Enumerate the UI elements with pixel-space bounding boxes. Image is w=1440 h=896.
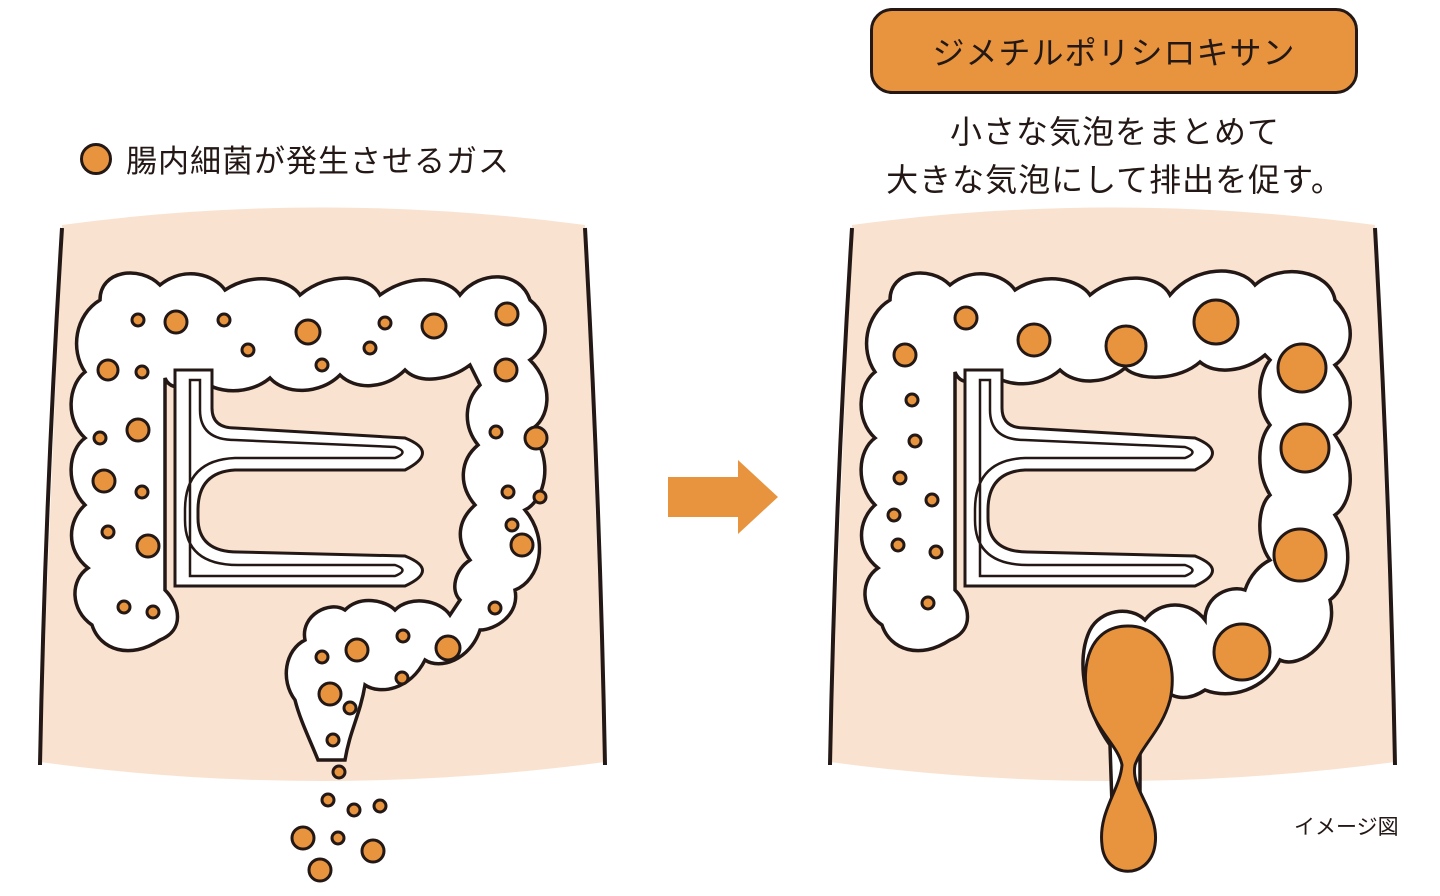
small-gas-bubble (360, 838, 386, 864)
left-gas-bubbles (91, 301, 549, 883)
small-gas-bubble (420, 312, 448, 340)
merged-gas-bubble (1016, 322, 1052, 358)
small-gas-bubble (240, 342, 256, 358)
merged-gas-bubble (1276, 342, 1328, 394)
small-gas-bubble (523, 425, 549, 451)
legend-gas-dot (80, 142, 112, 175)
small-gas-bubble (96, 358, 120, 382)
left-large-intestine (69, 271, 549, 762)
small-gas-bubble (145, 604, 161, 620)
merged-gas-bubble (928, 544, 944, 560)
merged-gas-bubble (1104, 324, 1148, 368)
small-gas-bubble (317, 681, 343, 707)
merged-gas-bubble (924, 492, 940, 508)
right-title-box: ジメチルポリシロキサン (870, 8, 1358, 94)
legend: 腸内細菌が発生させるガス (80, 136, 510, 181)
merged-gas-bubble (892, 342, 918, 368)
right-gas-bubbles (886, 298, 1331, 682)
small-gas-bubble (116, 599, 132, 615)
small-gas-bubble (362, 340, 378, 356)
legend-label: 腸内細菌が発生させるガス (126, 144, 510, 180)
small-gas-bubble (135, 533, 161, 559)
merged-gas-bubble (1212, 622, 1272, 682)
small-gas-bubble (91, 468, 117, 494)
right-panel (828, 207, 1397, 873)
small-gas-bubble (134, 484, 150, 500)
small-gas-bubble (493, 357, 519, 383)
right-expelled-bubble (1083, 624, 1174, 873)
right-title: ジメチルポリシロキサン (932, 34, 1296, 72)
merged-gas-bubble (904, 392, 920, 408)
left-panel (38, 207, 607, 883)
right-body-outline-right (1373, 227, 1397, 766)
small-gas-bubble (330, 830, 346, 846)
merged-gas-bubble (953, 305, 979, 331)
small-gas-bubble (216, 312, 232, 328)
small-gas-bubble (290, 825, 316, 851)
small-gas-bubble (532, 489, 548, 505)
merged-gas-bubble (886, 507, 902, 523)
merged-gas-bubble (907, 433, 923, 449)
small-gas-bubble (509, 532, 535, 558)
small-gas-bubble (125, 417, 151, 443)
merged-gas-bubble (1272, 527, 1328, 583)
left-small-intestine-inner (183, 378, 404, 578)
small-gas-bubble (325, 732, 341, 748)
small-gas-bubble (500, 484, 516, 500)
right-small-intestine-inner (973, 378, 1194, 578)
merged-gas-bubble (890, 537, 906, 553)
small-gas-bubble (377, 315, 393, 331)
right-description-line-1: 小さな気泡をまとめて (949, 113, 1280, 151)
small-gas-bubble (134, 364, 150, 380)
small-gas-bubble (395, 628, 411, 644)
small-gas-bubble (331, 764, 347, 780)
small-gas-bubble (100, 524, 116, 540)
small-gas-bubble (394, 670, 410, 686)
left-body-outline-left (38, 227, 64, 766)
small-gas-bubble (314, 649, 330, 665)
small-gas-bubble (163, 309, 189, 335)
merged-gas-bubble (920, 595, 936, 611)
left-body-outline-right (583, 227, 607, 766)
small-gas-bubble (494, 301, 520, 327)
small-gas-bubble (130, 312, 146, 328)
small-gas-bubble (504, 517, 520, 533)
merged-gas-bubble (892, 470, 908, 486)
transition-arrow (668, 460, 778, 534)
small-gas-bubble (487, 600, 503, 616)
small-gas-bubble (320, 792, 336, 808)
merged-gas-bubble (1192, 298, 1240, 346)
right-body-outline-left (828, 227, 854, 766)
small-gas-bubble (307, 857, 333, 883)
merged-gas-bubble (1279, 422, 1331, 474)
small-gas-bubble (372, 798, 388, 814)
image-note: イメージ図 (1294, 815, 1399, 839)
small-gas-bubble (346, 802, 362, 818)
right-description: 小さな気泡をまとめて 大きな気泡にして排出を促す。 (830, 108, 1400, 204)
small-gas-bubble (488, 424, 504, 440)
small-gas-bubble (314, 357, 330, 373)
small-gas-bubble (294, 318, 322, 346)
right-description-line-2: 大きな気泡にして排出を促す。 (886, 161, 1344, 199)
small-gas-bubble (434, 634, 462, 662)
small-gas-bubble (92, 430, 108, 446)
small-gas-bubble (344, 637, 370, 663)
small-gas-bubble (342, 700, 358, 716)
